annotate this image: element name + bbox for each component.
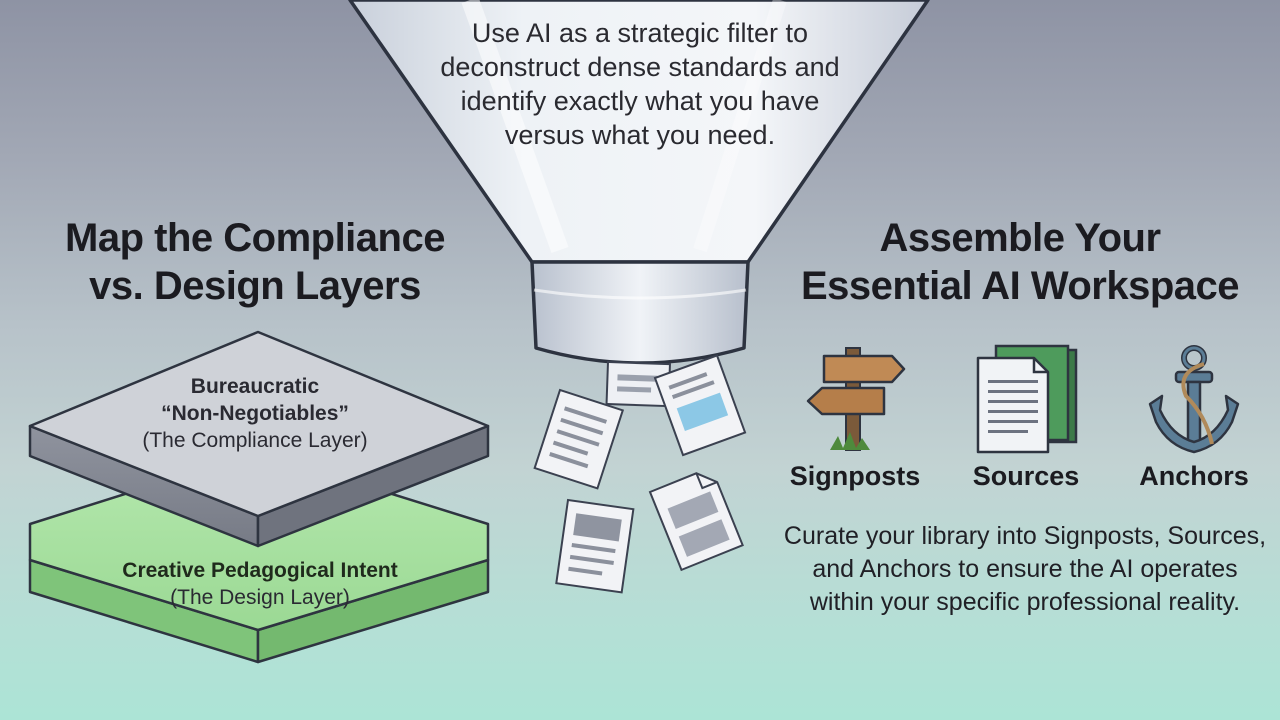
layer-stack	[28, 330, 490, 664]
anchor-icon	[1148, 345, 1240, 454]
document-icon	[555, 498, 635, 594]
document-icon	[533, 388, 625, 490]
heading-line: Map the Compliance	[65, 216, 445, 260]
workspace-heading: Assemble Your Essential AI Workspace	[770, 214, 1270, 310]
heading-line: Essential AI Workspace	[800, 264, 1240, 308]
funnel-icon	[348, 0, 930, 365]
compliance-design-heading: Map the Compliance vs. Design Layers	[20, 214, 490, 310]
falling-documents	[533, 354, 747, 594]
heading-line: vs. Design Layers	[89, 264, 421, 308]
anchors-label: Anchors	[1139, 461, 1249, 491]
compliance-layer-title: “Non-Negotiables”	[161, 402, 349, 425]
workspace-description: Curate your library into Signposts, Sour…	[783, 522, 1267, 616]
documents-icon	[976, 344, 1078, 454]
heading-line: Assemble Your	[879, 216, 1161, 260]
signpost-icon	[806, 347, 906, 451]
design-layer-subtitle: (The Design Layer)	[170, 586, 350, 609]
design-layer-title: Creative Pedagogical Intent	[122, 559, 398, 582]
document-icon	[648, 472, 744, 572]
compliance-layer-subtitle: (The Compliance Layer)	[142, 429, 368, 452]
document-icon	[653, 354, 747, 457]
sources-label: Sources	[972, 461, 1080, 491]
signposts-label: Signposts	[789, 461, 921, 491]
funnel-caption: Use AI as a strategic filter to deconstr…	[440, 18, 840, 150]
compliance-layer	[28, 330, 490, 548]
compliance-layer-title: Bureaucratic	[190, 375, 320, 398]
compliance-layer-label: Bureaucratic “Non-Negotiables” (The Comp…	[95, 373, 415, 454]
design-layer-label: Creative Pedagogical Intent (The Design …	[80, 557, 440, 611]
